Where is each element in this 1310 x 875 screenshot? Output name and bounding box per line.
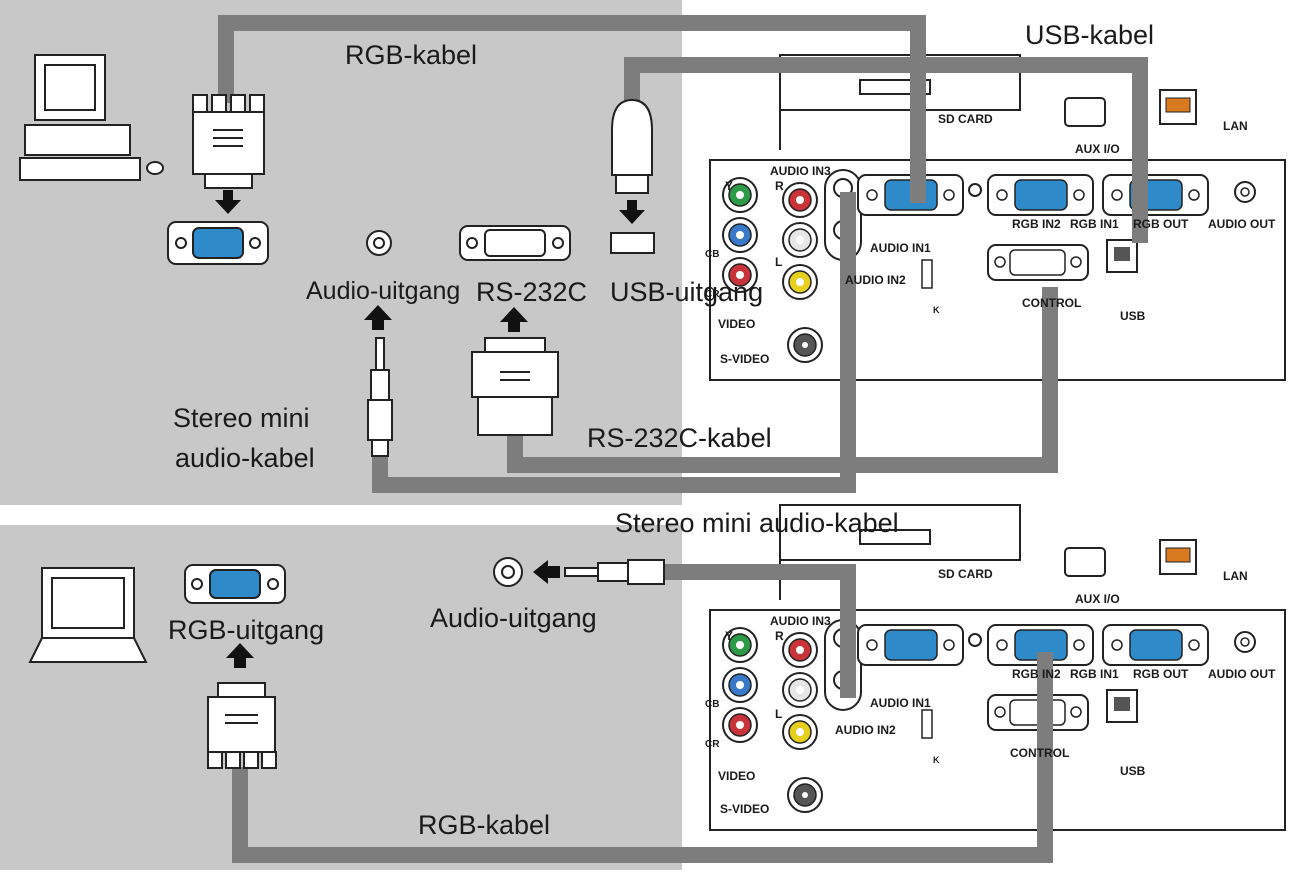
laptop-icon [28,567,148,663]
sd-card-label-bottom: SD CARD [938,567,993,581]
projector-panel-top [709,54,1286,381]
audio-output-label-bottom: Audio-uitgang [430,603,597,633]
r-label-bottom: R [775,629,784,643]
sd-card-label-top: SD CARD [938,112,993,126]
usb-port-icon [610,232,655,254]
projector-panel-bottom [709,504,1286,831]
audio-in1-label-top: AUDIO IN1 [870,241,931,255]
rgb-cable-label-top: RGB-kabel [345,40,478,70]
audio-in3-label-bottom: AUDIO IN3 [770,614,831,628]
video-label-bottom: VIDEO [718,769,756,783]
video-label-top: VIDEO [718,317,756,331]
stereo-mini-plug-icon [367,337,393,457]
y-label-bottom: Y [725,629,734,643]
l-label-bottom: L [775,707,783,721]
l-label-top: L [775,255,783,269]
audio-port-bottom-icon [493,557,523,587]
aux-label-top: AUX I/O [1075,142,1120,156]
audio-port-top-icon [366,230,392,256]
arrow-up-rs232c-icon [500,307,528,332]
arrow-down-usb-icon [619,200,645,224]
lan-label-bottom: LAN [1223,569,1248,583]
stereo-mini-label-line2: audio-kabel [175,443,315,473]
audio-in1-label-bottom: AUDIO IN1 [870,696,931,710]
stereo-mini-plug-bottom-icon [564,559,665,585]
audio-out-label-top: AUDIO OUT [1208,217,1276,231]
arrow-down-rgb-icon [215,190,241,214]
arrow-up-rgb-icon [226,643,254,668]
arrow-up-audio-icon [364,305,392,330]
rgb-out-label-top: RGB OUT [1133,217,1189,231]
usb-label-top: USB [1120,309,1146,323]
audio-out-label-bottom: AUDIO OUT [1208,667,1276,681]
y-label-top: Y [725,179,734,193]
rgb-output-label: RGB-uitgang [168,615,325,645]
rgb-in2-label-top: RGB IN2 [1012,217,1061,231]
rgb-cable-bottom [232,652,1053,863]
rs232c-port-icon [459,225,571,261]
svideo-label-top: S-VIDEO [720,352,770,366]
rs232c-cable-top [507,287,1058,473]
r-label-top: R [775,179,784,193]
usb-cable-top [624,57,1148,243]
rgb-in2-label-bottom: RGB IN2 [1012,667,1061,681]
lan-label-top: LAN [1223,119,1248,133]
audio-cable-bottom [652,564,856,698]
rgb-cable-label-bottom: RGB-kabel [418,810,551,840]
audio-in2-label-top: AUDIO IN2 [845,273,906,287]
rs232c-label: RS-232C [476,277,588,307]
audio-in3-label-top: AUDIO IN3 [770,164,831,178]
usb-cable-label: USB-kabel [1025,20,1155,50]
rgb-out-label-bottom: RGB OUT [1133,667,1189,681]
audio-output-label-top: Audio-uitgang [306,277,461,305]
rgb-plug-bottom-icon [207,682,277,769]
rgb-port-top-icon [167,221,269,265]
cb-label-bottom: CB [705,699,720,710]
cr-label-bottom: CR [705,739,720,750]
aux-label-bottom: AUX I/O [1075,592,1120,606]
control-label-top: CONTROL [1022,296,1082,310]
usb-output-label: USB-uitgang [610,277,764,307]
rgb-port-bottom-icon [184,564,286,604]
control-label-bottom: CONTROL [1010,746,1070,760]
svideo-label-bottom: S-VIDEO [720,802,770,816]
audio-in2-label-bottom: AUDIO IN2 [835,723,896,737]
rgb-in1-label-bottom: RGB IN1 [1070,667,1119,681]
cb-label-top: CB [705,249,720,260]
rgb-in1-label-top: RGB IN1 [1070,217,1119,231]
arrow-left-audio-icon [533,560,560,584]
audio-cable-top [372,192,856,493]
rs232c-plug-icon [471,337,559,436]
stereo-mini-cable-label: Stereo mini audio-kabel [615,508,899,538]
usb-label-bottom: USB [1120,764,1146,778]
k-label-bottom: K [933,755,940,765]
rgb-cable-top [218,15,926,203]
stereo-mini-label-line1: Stereo mini [173,403,310,433]
usb-plug-icon [611,98,653,194]
rs232c-cable-label: RS-232C-kabel [587,423,772,453]
rgb-plug-top-icon [192,94,265,189]
k-label-top: K [933,305,940,315]
cr-label-top: CR [705,289,720,300]
desktop-computer-icon [19,54,164,181]
